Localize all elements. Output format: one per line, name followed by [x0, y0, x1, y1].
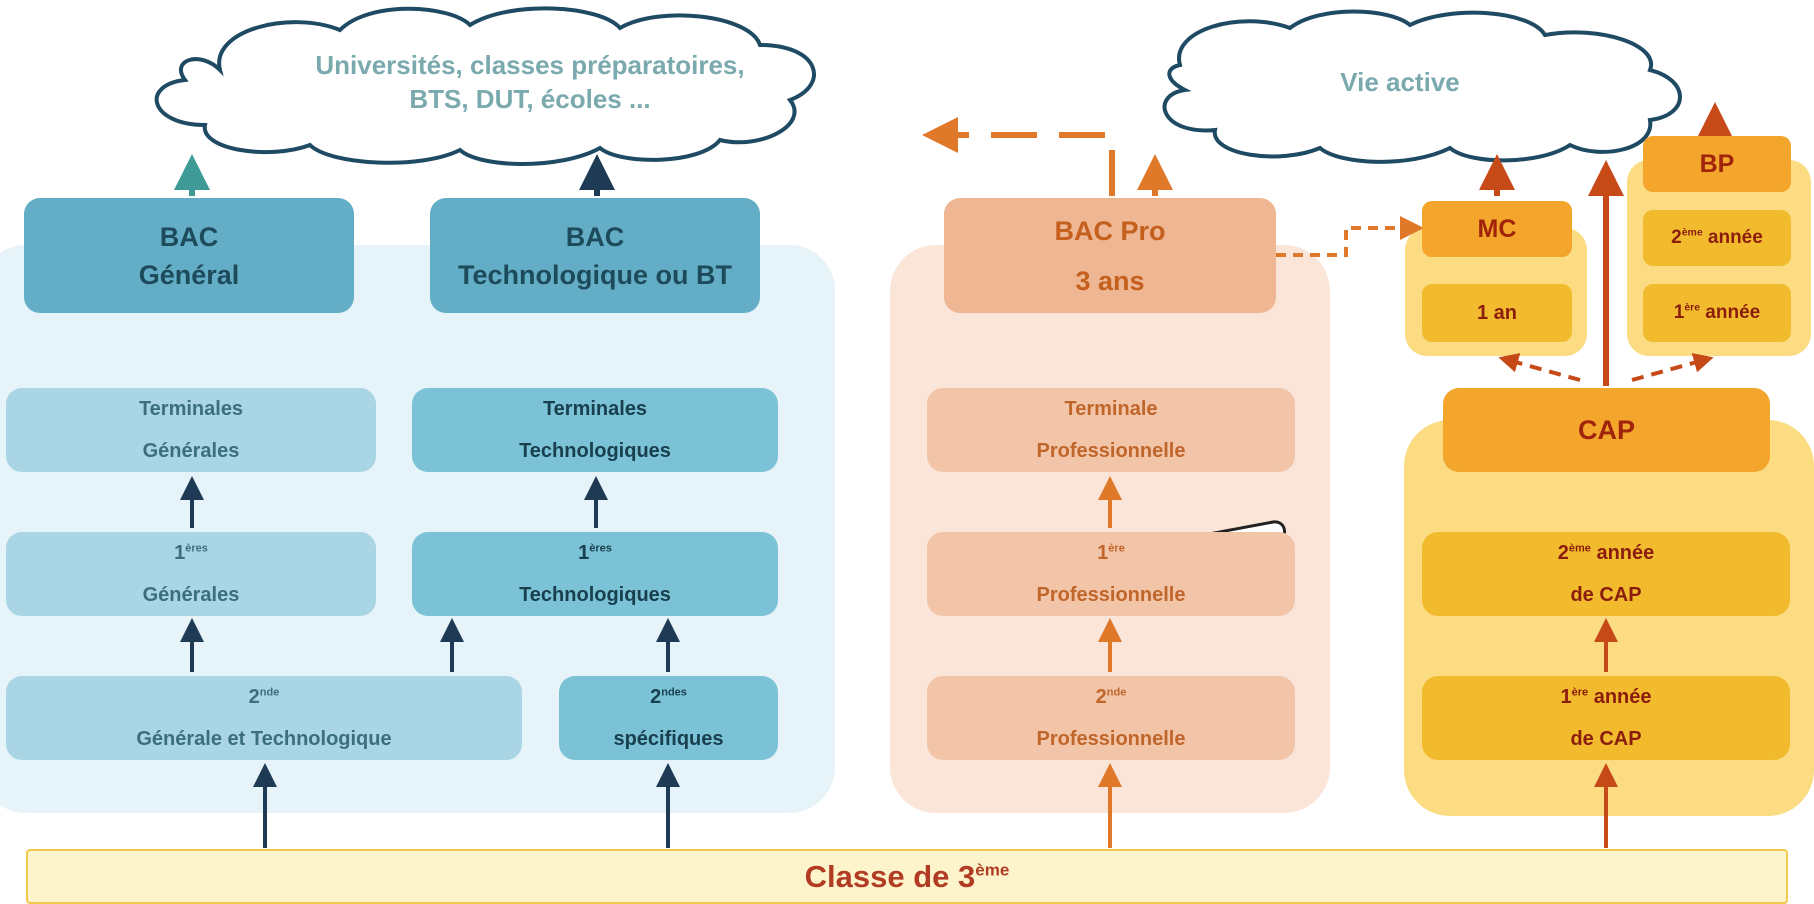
terminale-pro-line1: Terminale — [1064, 398, 1158, 420]
cap-year2-line2: de CAP — [1570, 584, 1642, 606]
premieres-techno-line1: 1ères — [578, 542, 612, 564]
arrow-bac-pro-to-university-dashed — [922, 117, 1115, 196]
mc-box: MC — [1422, 201, 1572, 257]
cap-year2-box: 2ème année de CAP — [1422, 532, 1790, 616]
bac-pro-line2: 3 ans — [1075, 265, 1145, 296]
cloud-higher-education-label: Universités, classes préparatoires, BTS,… — [245, 48, 815, 116]
bac-techno-line2: Technologique ou BT — [458, 259, 732, 290]
terminales-generales-line2: Générales — [142, 440, 240, 462]
seconde-pro-box: 2nde Professionnelle — [927, 676, 1295, 760]
premieres-generales-line1: 1ères — [174, 542, 208, 564]
classe-de-3eme-label: Classe de 3ème — [804, 858, 1010, 894]
seconde-gt-line2: Générale et Technologique — [136, 728, 392, 750]
premieres-generales-box: 1ères Générales — [6, 532, 376, 616]
secondes-specifiques-line2: spécifiques — [613, 728, 724, 750]
higher-education-line2: BTS, DUT, écoles ... — [409, 84, 651, 114]
classe-de-3eme-bar: Classe de 3ème — [26, 849, 1788, 904]
arrow-bac-pro-to-mc-dashed — [1276, 216, 1424, 257]
arrow-cap-to-mc-dashed — [1498, 353, 1581, 382]
cap-label: CAP — [1577, 414, 1635, 445]
bp-box: BP — [1643, 136, 1791, 192]
premieres-generales-line2: Générales — [142, 584, 240, 606]
cloud-working-life — [1162, 9, 1682, 164]
premiere-pro-box: 1ère Professionnelle — [927, 532, 1295, 616]
cap-year1-line1: 1ère année — [1560, 686, 1652, 708]
terminales-techno-line2: Technologiques — [519, 440, 671, 462]
bp-label: BP — [1699, 149, 1735, 178]
higher-education-line1: Universités, classes préparatoires, — [315, 50, 745, 80]
mc-duration: 1 an — [1476, 301, 1518, 324]
bac-general-box: BAC Général — [24, 198, 354, 313]
cap-year2-line1: 2ème année — [1557, 542, 1655, 564]
mc-duration-box: 1 an — [1422, 284, 1572, 342]
secondes-specifiques-box: 2ndes spécifiques — [559, 676, 778, 760]
terminale-pro-line2: Professionnelle — [1036, 440, 1186, 462]
bp-year2-label: 2ème année — [1671, 227, 1763, 248]
bp-year2-box: 2ème année — [1643, 210, 1791, 266]
bac-general-line1: BAC — [159, 221, 219, 252]
bac-techno-line1: BAC — [565, 221, 625, 252]
working-life-label: Vie active — [1340, 67, 1460, 97]
seconde-gt-line1: 2nde — [248, 686, 280, 708]
mc-label: MC — [1477, 214, 1517, 243]
terminales-techno-box: Terminales Technologiques — [412, 388, 778, 472]
cloud-higher-education — [154, 6, 816, 166]
bp-year1-box: 1ère année — [1643, 284, 1791, 342]
arrow-cap-to-bp-dashed — [1631, 353, 1714, 382]
premiere-pro-line1: 1ère — [1097, 542, 1125, 564]
bac-pro-line1: BAC Pro — [1054, 215, 1166, 246]
cap-box: CAP — [1443, 388, 1770, 472]
seconde-gt-box: 2nde Générale et Technologique — [6, 676, 522, 760]
terminales-techno-line1: Terminales — [542, 398, 648, 420]
seconde-pro-line1: 2nde — [1095, 686, 1127, 708]
cap-year1-box: 1ère année de CAP — [1422, 676, 1790, 760]
terminales-generales-box: Terminales Générales — [6, 388, 376, 472]
cap-year1-line2: de CAP — [1570, 728, 1642, 750]
bac-techno-box: BAC Technologique ou BT — [430, 198, 760, 313]
cloud-working-life-label: Vie active — [1250, 65, 1550, 99]
bac-pro-box: BAC Pro 3 ans — [944, 198, 1276, 313]
terminale-pro-box: Terminale Professionnelle — [927, 388, 1295, 472]
premieres-techno-box: 1ères Technologiques — [412, 532, 778, 616]
bac-general-line2: Général — [138, 259, 240, 290]
premiere-pro-line2: Professionnelle — [1036, 584, 1186, 606]
terminales-generales-line1: Terminales — [138, 398, 244, 420]
secondes-specifiques-line1: 2ndes — [650, 686, 687, 708]
bp-year1-label: 1ère année — [1673, 302, 1761, 323]
seconde-pro-line2: Professionnelle — [1036, 728, 1186, 750]
premieres-techno-line2: Technologiques — [519, 584, 671, 606]
